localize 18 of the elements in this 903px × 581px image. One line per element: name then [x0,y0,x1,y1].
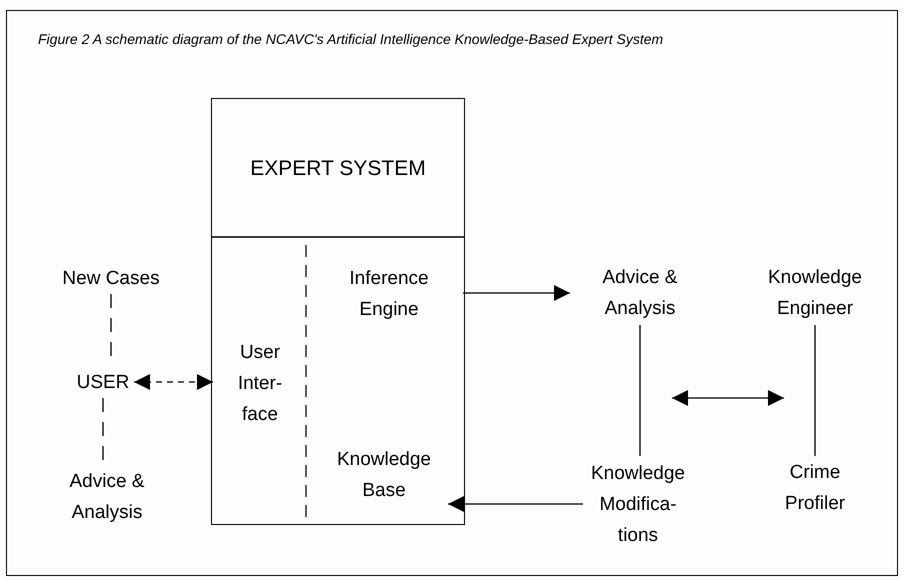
node-label: New Cases [46,262,176,294]
connector-line [639,325,641,456]
node-label: Crime Profiler [770,456,860,520]
node-label: Advice & Analysis [42,465,172,529]
arrow [134,374,213,390]
node-label: Knowledge Modifica- tions [583,456,693,552]
connector-line [814,325,816,456]
figure-title: Figure 2 A schematic diagram of the NCAVC's Artificial Intelligence Knowledge-Based Expert System [38,30,664,49]
node-label: User Inter- face [214,335,306,431]
node-label: Inference Engine [314,262,464,326]
node-label: Knowledge Engineer [740,261,890,325]
node-label: Advice & Analysis [570,261,710,325]
expert-system-box [211,98,465,525]
node-label: USER [72,366,134,398]
arrow [463,285,570,301]
arrow [448,496,583,512]
box-heading: EXPERT SYSTEM [250,156,426,182]
node-label: Knowledge Base [319,440,449,510]
